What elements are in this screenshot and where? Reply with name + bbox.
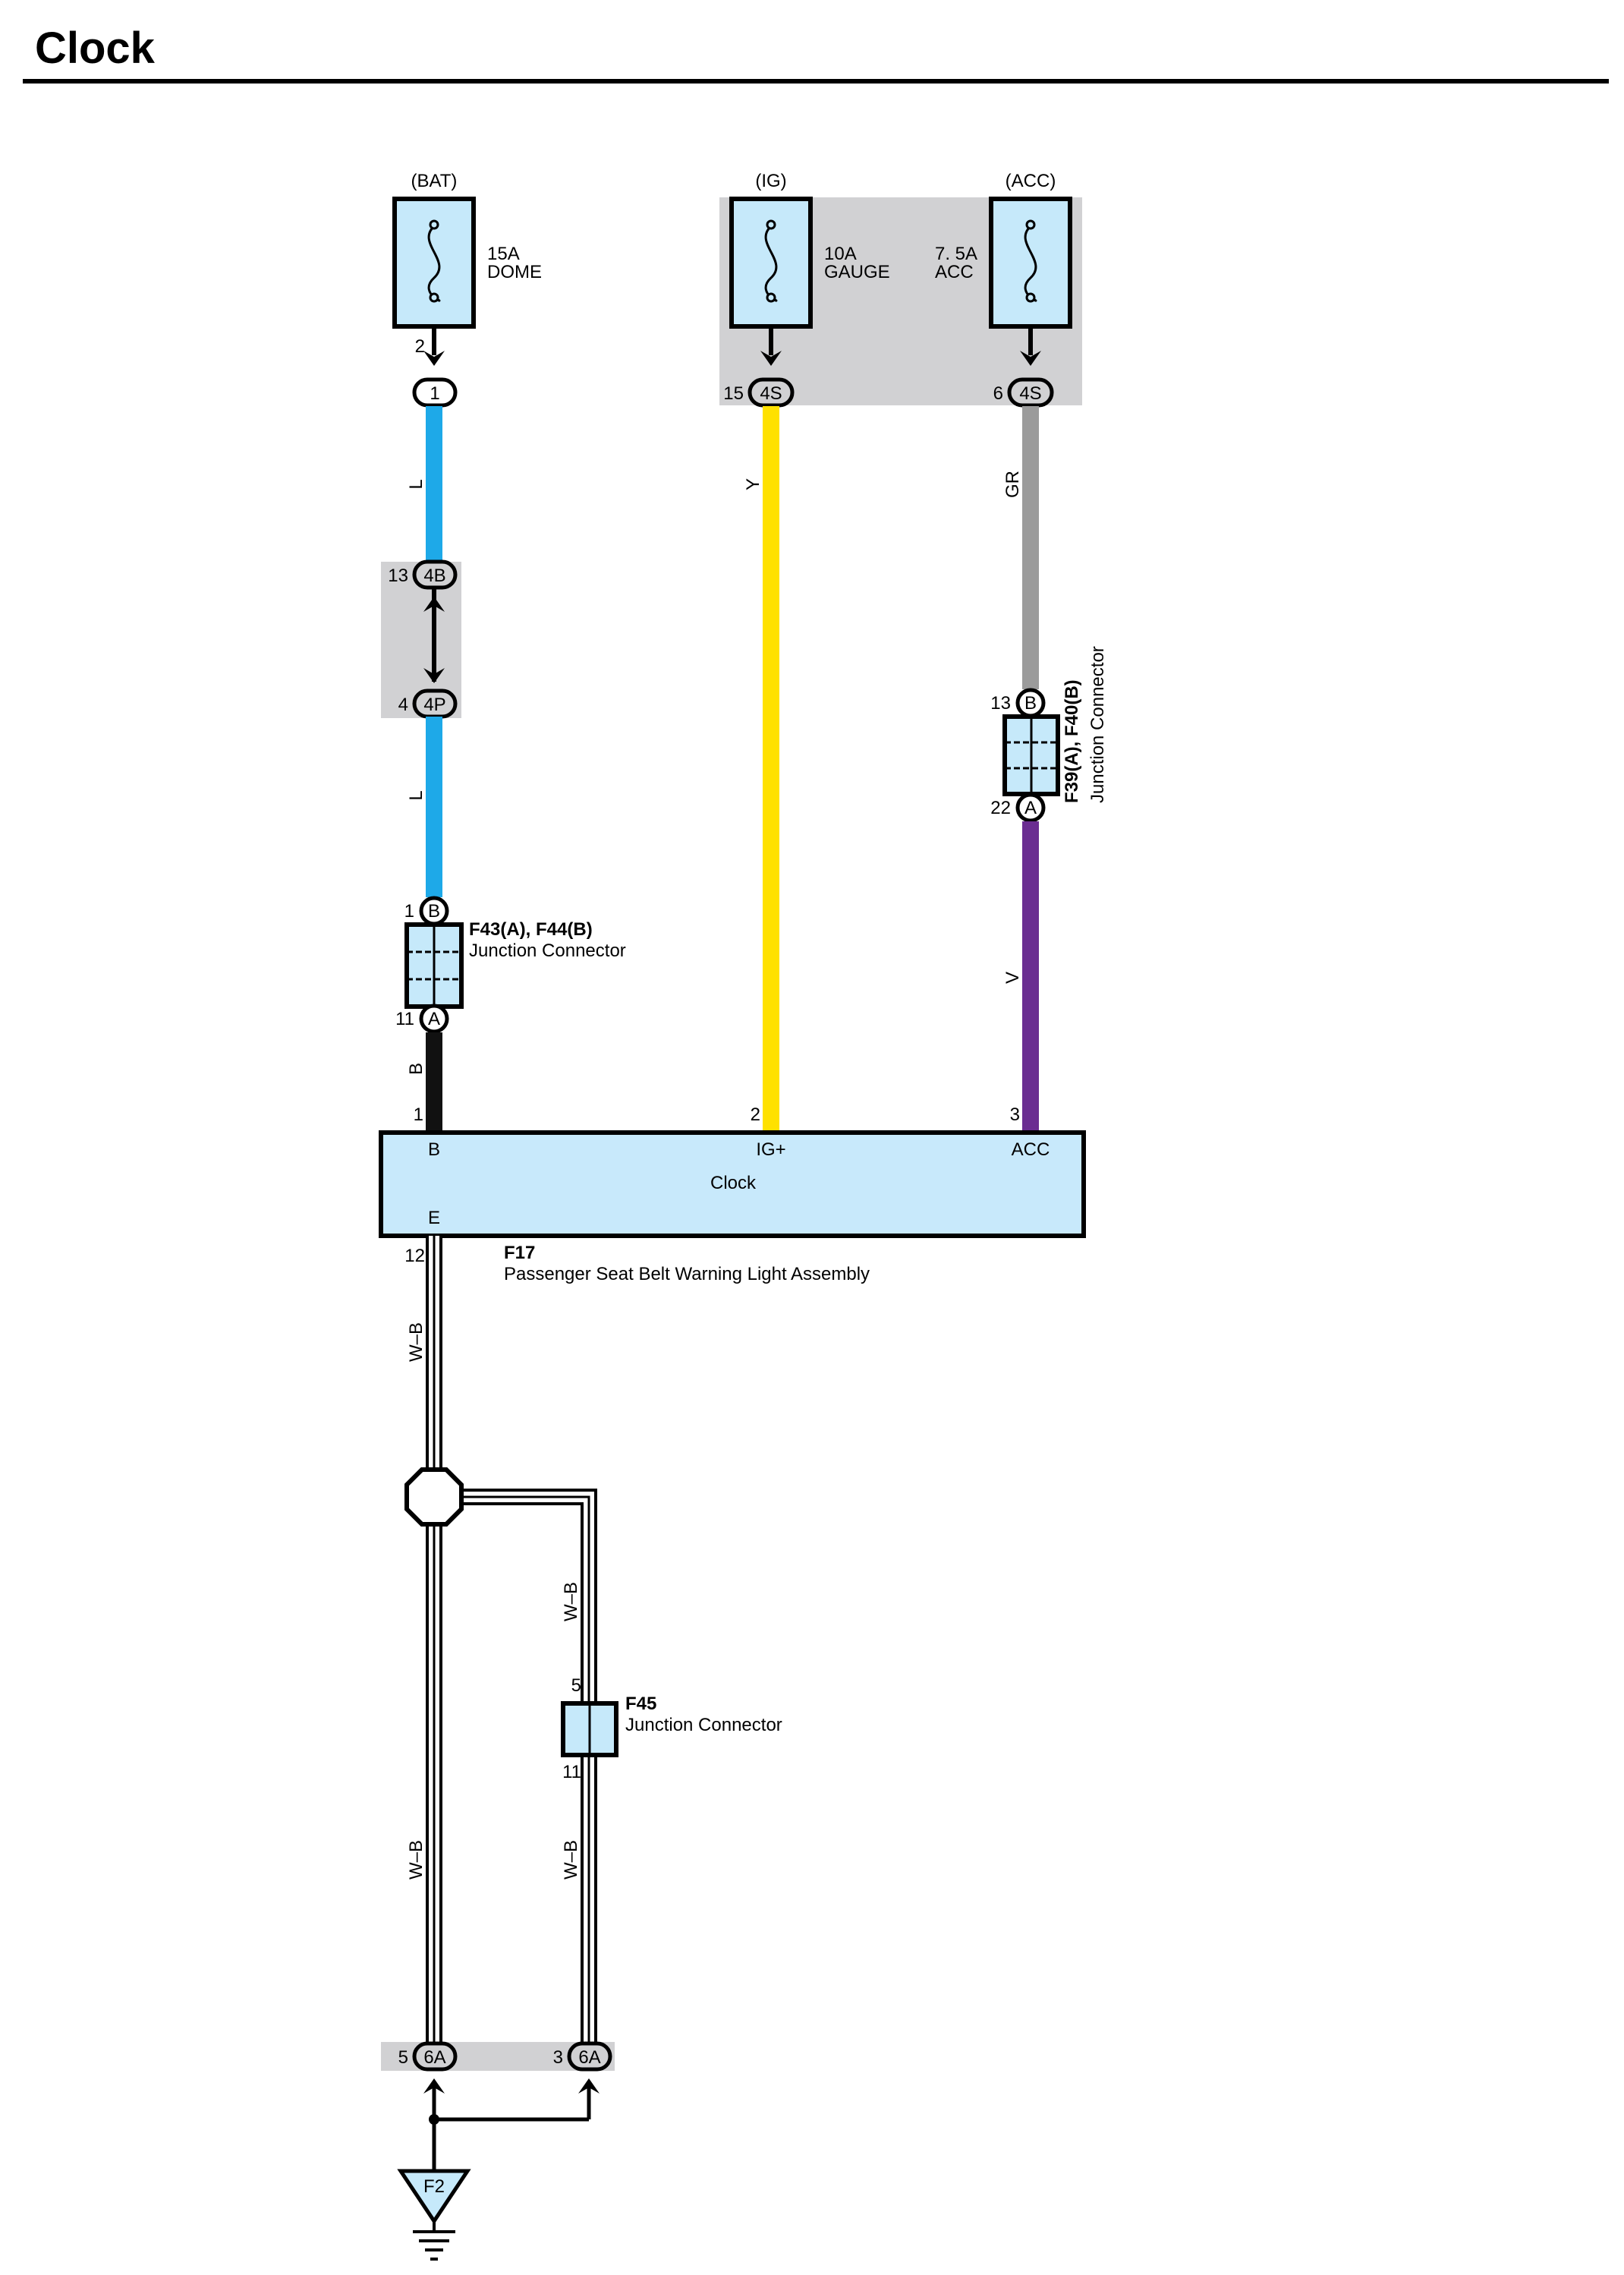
inline-down-arrow: [423, 668, 445, 683]
junction-right-id: F39(A), F40(B): [1062, 679, 1082, 803]
junction-right-box: [1002, 714, 1060, 796]
inline-4p-code: 4P: [423, 695, 445, 715]
svg-text:B: B: [428, 901, 440, 922]
acc-conn-code: 4S: [1019, 383, 1041, 404]
ground-conn-right-oval: [567, 2041, 612, 2072]
gauge-fuse-rating: 10A: [824, 244, 857, 264]
wire-y-label: Y: [743, 478, 763, 490]
junction-f45-desc: Junction Connector: [625, 1715, 782, 1735]
wire-b-label: B: [406, 1063, 426, 1075]
ground-icon: [413, 2221, 455, 2261]
clock-pin-ig-name: IG+: [756, 1139, 785, 1160]
junction-f45-bottom-pin: 11: [562, 1762, 581, 1782]
junction-left-bottom-pin: 11: [395, 1009, 414, 1029]
clock-component-name: Clock: [710, 1173, 757, 1193]
clock-pin-e-name: E: [428, 1208, 440, 1228]
inline-4p-pin: 4: [398, 695, 408, 715]
acc-conn-oval: [1007, 377, 1054, 408]
bat-fuse-pin: 2: [415, 336, 425, 357]
junction-f45-id: F45: [625, 1694, 656, 1714]
bat-conn-pin: 1: [430, 383, 439, 404]
dome-fuse-rating: 15A: [487, 244, 520, 264]
splice-point: [404, 1467, 464, 1527]
ground-left-arrow: [423, 2078, 445, 2094]
component-desc: Passenger Seat Belt Warning Light Assemb…: [504, 1264, 870, 1284]
dome-fuse: [392, 197, 476, 329]
svg-text:B: B: [1024, 693, 1037, 714]
bat-arrow: [423, 351, 445, 366]
bat-supply-label: (BAT): [411, 171, 458, 191]
clock-pin-acc-num: 3: [1010, 1104, 1020, 1125]
acc-fuse: [989, 197, 1072, 329]
wire-v-label: V: [1002, 972, 1023, 984]
ground-point-id: F2: [423, 2176, 445, 2197]
clock-pin-b-num: 1: [414, 1104, 423, 1125]
ig-conn-code: 4S: [760, 383, 782, 404]
acc-arrow: [1020, 351, 1041, 366]
ground-conn-left-pin: 5: [398, 2047, 408, 2068]
ig-conn-pin: 15: [723, 383, 744, 404]
ig-supply-label: (IG): [755, 171, 786, 191]
inline-4b-code: 4B: [423, 566, 445, 586]
wire-wb-left-lower-label: W–B: [406, 1840, 426, 1880]
component-id: F17: [504, 1243, 535, 1263]
ground-conn-left-oval: [412, 2041, 458, 2072]
ig-arrow: [760, 351, 782, 366]
clock-pin-ig-num: 2: [751, 1104, 760, 1125]
wire-gr-label: GR: [1002, 471, 1023, 498]
inline-4b-pin: 13: [388, 566, 408, 586]
acc-fuse-rating: 7. 5A: [935, 244, 977, 264]
ground-point-triangle: [397, 2169, 471, 2225]
wire-wb-branch-lower-label: W–B: [561, 1840, 581, 1880]
junction-left-desc: Junction Connector: [469, 941, 626, 961]
junction-right-desc: Junction Connector: [1087, 646, 1108, 803]
ground-join-dot: [429, 2114, 439, 2125]
wire-wb-branch: [458, 1489, 597, 2042]
ground-right-arrow: [578, 2078, 600, 2094]
svg-text:A: A: [1024, 798, 1037, 818]
junction-right-bottom-tag: [1015, 792, 1046, 823]
ground-conn-right-pin: 3: [553, 2047, 563, 2068]
junction-left-bottom-tag: [419, 1004, 449, 1034]
clock-pin-acc-name: ACC: [1012, 1139, 1050, 1160]
acc-supply-label: (ACC): [1006, 171, 1056, 191]
ground-conn-left-code: 6A: [423, 2047, 445, 2068]
page-title: Clock: [35, 24, 155, 73]
junction-f45-top-pin: 5: [571, 1675, 581, 1696]
dome-fuse-name: DOME: [487, 262, 542, 282]
acc-conn-pin: 6: [993, 383, 1003, 404]
clock-component-box: [379, 1130, 1086, 1238]
junction-left-top-pin: 1: [404, 901, 414, 922]
ig-conn-oval: [747, 377, 795, 408]
title-rule: [23, 79, 1609, 84]
acc-fuse-name: ACC: [935, 262, 974, 282]
wire-l-lower-label: L: [406, 790, 426, 800]
svg-text:A: A: [428, 1009, 440, 1029]
wire-wb-main-label: W–B: [406, 1322, 426, 1362]
wire-l-upper-label: L: [406, 479, 426, 489]
junction-right-top-pin: 13: [990, 693, 1011, 714]
clock-pin-e-num: 12: [404, 1246, 425, 1266]
junction-left-id: F43(A), F44(B): [469, 919, 593, 940]
wire-wb-branch-upper-label: W–B: [561, 1582, 581, 1621]
junction-left-box: [404, 922, 464, 1009]
ground-conn-right-code: 6A: [578, 2047, 600, 2068]
junction-right-bottom-pin: 22: [990, 798, 1011, 818]
clock-pin-b-name: B: [428, 1139, 440, 1160]
gauge-fuse: [729, 197, 813, 329]
inline-up-arrow: [423, 597, 445, 612]
gauge-fuse-name: GAUGE: [824, 262, 890, 282]
bat-conn-oval: [412, 377, 458, 408]
